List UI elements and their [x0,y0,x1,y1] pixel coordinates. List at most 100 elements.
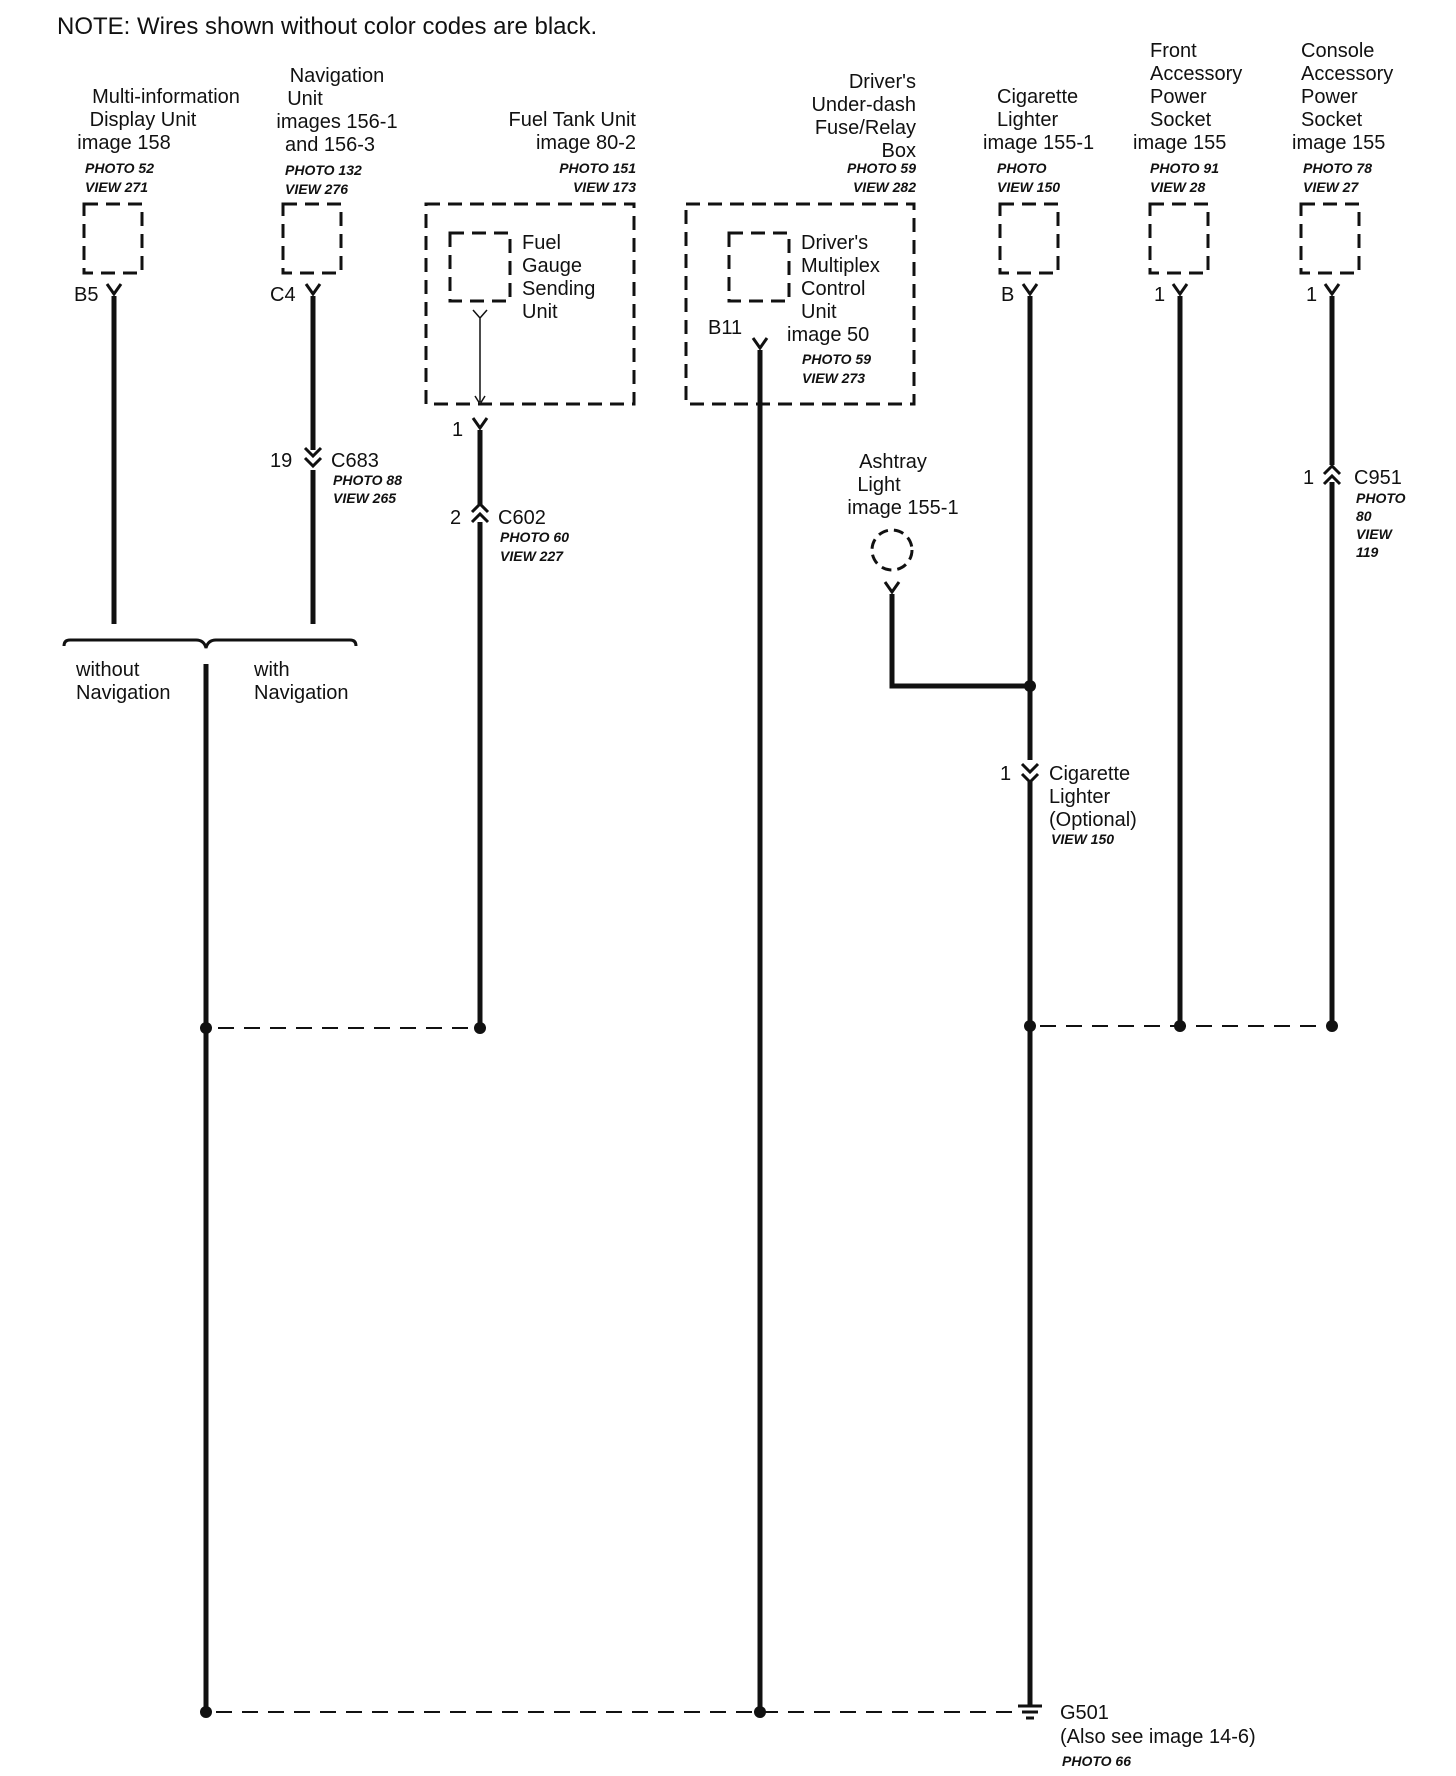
mid-unit: Multi-information Display Unit image 158… [74,86,240,306]
with-nav-1: with [253,659,290,681]
cig-name-3: image 155-1 [983,132,1094,154]
mid-name-3: image 158 [77,132,170,154]
fuse-box-name-1: Driver's [849,71,916,93]
ground-g501: G501 (Also see image 14-6) PHOTO 66 [1018,1702,1256,1769]
nav-name-1: Navigation [290,65,385,87]
console-name-2: Accessory [1301,63,1393,85]
fuel-gauge-name-4: Unit [522,301,558,323]
navigation-options: without Navigation with Navigation [75,659,349,704]
fuel-tank-unit: Fuel Tank Unit image 80-2 PHOTO 151 VIEW… [424,109,637,441]
front-name-5: image 155 [1133,132,1226,154]
ashtray-wire [889,594,1030,689]
console-pin: 1 [1306,284,1317,306]
c683-photo: PHOTO 88 [333,472,402,488]
ashtray-terminal [883,580,901,594]
fuel-tank-box [424,202,636,406]
multiplex-box [727,231,791,303]
fuse-box-outline [684,202,916,406]
ashtray-name-1: Ashtray [859,451,927,473]
console-socket-unit: Console Accessory Power Socket image 155… [1292,40,1393,306]
front-photo: PHOTO 91 [1150,160,1219,176]
ground-photo: PHOTO 66 [1062,1753,1131,1769]
splice-dot [1174,1020,1186,1032]
splice-dot [474,1022,486,1034]
without-nav-1: without [75,659,140,681]
fuel-gauge-box [448,231,512,303]
console-photo: PHOTO 78 [1303,160,1372,176]
console-name-1: Console [1301,40,1374,62]
nav-photo: PHOTO 132 [285,162,362,178]
mid-photo: PHOTO 52 [85,160,154,176]
fuel-tank-photo: PHOTO 151 [559,160,636,176]
fuel-gauge-name-3: Sending [522,278,595,300]
front-name-3: Power [1150,86,1207,108]
nav-name-2: Unit [287,88,323,110]
without-nav-2: Navigation [76,682,171,704]
front-box [1148,202,1210,275]
mid-pin: B5 [74,284,98,306]
console-name-5: image 155 [1292,132,1385,154]
cig-pin: B [1001,284,1014,306]
fuse-relay-box: Driver's Under-dash Fuse/Relay Box PHOTO… [684,71,916,406]
ashtray-bulb-icon [870,528,914,572]
fuse-box-name-3: Fuse/Relay [815,117,916,139]
c951-ref-1: PHOTO [1356,490,1406,506]
console-name-3: Power [1301,86,1358,108]
front-name-2: Accessory [1150,63,1242,85]
fuel-gauge-name-1: Fuel [522,232,561,254]
cig-opt-name-1: Cigarette [1049,763,1130,785]
c683-connector-icon [303,446,323,469]
mid-box [82,202,144,275]
console-box [1299,202,1361,275]
c602-id: C602 [498,507,546,529]
front-name-1: Front [1150,40,1197,62]
front-pin: 1 [1154,284,1165,306]
fuse-box-view: VIEW 282 [853,179,916,195]
note-text: NOTE: Wires shown without color codes ar… [57,13,597,40]
c602-view: VIEW 227 [500,548,564,564]
mid-name-2: Display Unit [90,109,197,131]
splice-dot [754,1706,766,1718]
cig-view: VIEW 150 [997,179,1060,195]
fuel-tank-view: VIEW 173 [573,179,636,195]
multiplex-terminal [751,336,769,350]
front-view: VIEW 28 [1150,179,1205,195]
connector-cig-optional: 1 Cigarette Lighter (Optional) VIEW 150 [1000,762,1137,847]
nav-unit: Navigation Unit images 156-1 and 156-3 P… [270,65,398,306]
connector-c951: 1 C951 PHOTO 80 VIEW 119 [1303,463,1406,560]
connector-c683: 19 C683 PHOTO 88 VIEW 265 [270,446,402,506]
multiplex-name-4: Unit [801,301,837,323]
c683-id: C683 [331,450,379,472]
splice-dot [1326,1020,1338,1032]
cigarette-lighter-unit: Cigarette Lighter image 155-1 PHOTO VIEW… [983,86,1094,306]
nav-terminal [304,282,322,296]
c602-connector-icon [470,501,490,524]
mid-view: VIEW 271 [85,179,148,195]
c602-pin: 2 [450,507,461,529]
fuse-box-name-2: Under-dash [811,94,916,116]
c951-pin: 1 [1303,467,1314,489]
front-name-4: Socket [1150,109,1212,131]
c683-view: VIEW 265 [333,490,396,506]
cig-photo: PHOTO [997,160,1047,176]
nav-name-4: and 156-3 [285,134,375,156]
ground-id: G501 [1060,1702,1109,1724]
fuel-gauge-internal-wire [472,309,488,406]
fuel-tank-name-1: Fuel Tank Unit [509,109,637,131]
cig-opt-pin: 1 [1000,763,1011,785]
splice-dot [200,1022,212,1034]
console-view: VIEW 27 [1303,179,1359,195]
c951-ref-4: 119 [1356,544,1379,560]
fuel-gauge-name-2: Gauge [522,255,582,277]
cig-opt-view: VIEW 150 [1051,831,1114,847]
cig-opt-name-3: (Optional) [1049,809,1137,831]
multiplex-photo: PHOTO 59 [802,351,871,367]
nav-name-3: images 156-1 [276,111,397,133]
c951-id: C951 [1354,467,1402,489]
nav-view: VIEW 276 [285,181,348,197]
c683-pin: 19 [270,450,292,472]
console-terminal [1323,282,1341,296]
connector-c602: 2 C602 PHOTO 60 VIEW 227 [450,501,569,564]
cig-name-2: Lighter [997,109,1058,131]
